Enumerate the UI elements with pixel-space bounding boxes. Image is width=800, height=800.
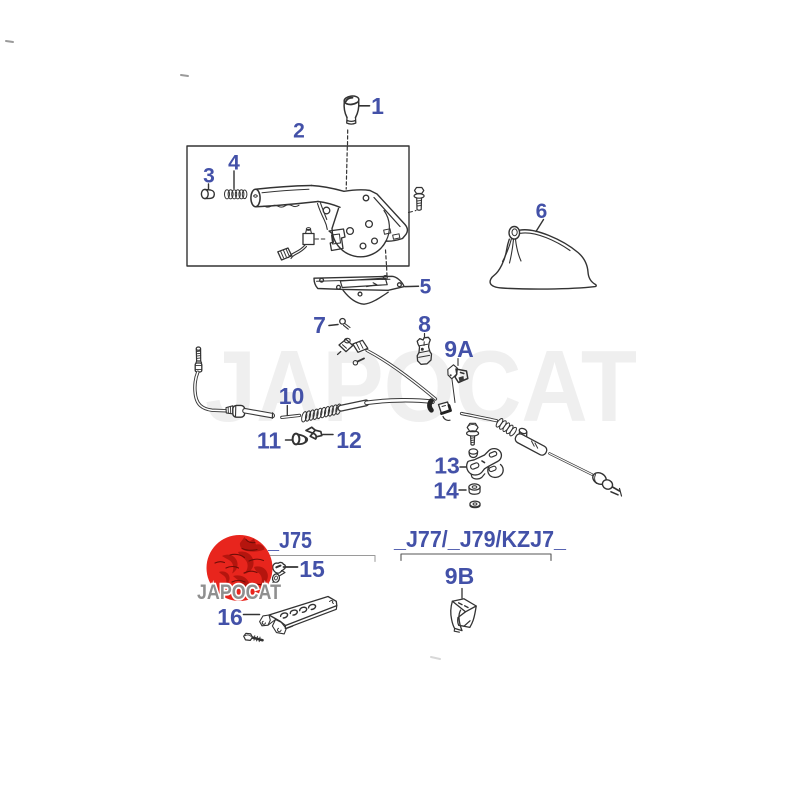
svg-text:JAPOCAT: JAPOCAT bbox=[197, 581, 281, 604]
svg-text:_J77/_J79/KZJ7_: _J77/_J79/KZJ7_ bbox=[393, 526, 566, 552]
svg-text:5: 5 bbox=[420, 276, 432, 299]
svg-text:16: 16 bbox=[217, 604, 243, 630]
svg-text:9A: 9A bbox=[444, 336, 473, 362]
svg-text:8: 8 bbox=[418, 311, 431, 337]
svg-text:1: 1 bbox=[371, 93, 384, 119]
svg-text:10: 10 bbox=[279, 383, 305, 409]
svg-text:7: 7 bbox=[313, 312, 326, 338]
svg-text:3: 3 bbox=[203, 165, 215, 188]
svg-text:13: 13 bbox=[434, 453, 460, 479]
svg-text:_J75: _J75 bbox=[267, 527, 312, 553]
svg-text:12: 12 bbox=[336, 427, 362, 453]
svg-text:14: 14 bbox=[433, 478, 459, 504]
svg-text:11: 11 bbox=[257, 428, 282, 454]
svg-text:2: 2 bbox=[293, 120, 305, 143]
svg-text:15: 15 bbox=[299, 556, 325, 582]
svg-text:6: 6 bbox=[536, 200, 548, 223]
svg-text:4: 4 bbox=[228, 152, 240, 175]
svg-text:9B: 9B bbox=[445, 563, 474, 589]
